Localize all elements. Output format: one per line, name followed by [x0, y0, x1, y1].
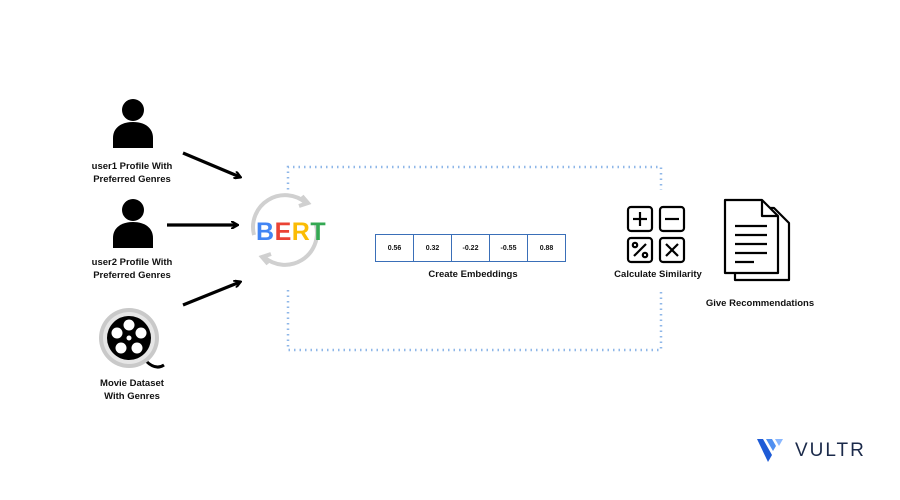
bert-letter-e: E [274, 218, 292, 246]
embedding-value: 0.32 [413, 234, 452, 262]
embedding-value: -0.55 [489, 234, 528, 262]
user2-profile-label: user2 Profile With Preferred Genres [91, 257, 173, 281]
embedding-value: 0.88 [527, 234, 566, 262]
bert-refresh-ring-icon [251, 193, 319, 267]
arrow-movie-to-bert [182, 282, 240, 307]
vultr-brand-name: VULTR [795, 440, 866, 461]
bert-logo: BERT [256, 218, 326, 247]
vultr-logo-icon [757, 439, 783, 462]
movie-dataset-label: Movie Dataset With Genres [100, 378, 164, 402]
user1-person-icon [113, 99, 153, 148]
give-recommendations-label: Give Recommendations [705, 298, 815, 309]
calculate-similarity-label: Calculate Similarity [614, 269, 702, 280]
pipeline-frame-top [286, 165, 663, 195]
embedding-vector: 0.56 0.32 -0.22 -0.55 0.88 [375, 234, 566, 262]
bert-letter-r: R [291, 218, 311, 246]
bert-letter-t: T [310, 218, 327, 246]
arrow-user1-to-bert [182, 151, 240, 177]
user2-person-icon [113, 199, 153, 248]
pipeline-frame-bottom [286, 290, 663, 352]
bert-letter-b: B [256, 218, 275, 246]
user1-profile-label: user1 Profile With Preferred Genres [91, 161, 173, 185]
documents-icon [723, 198, 791, 282]
embedding-value: 0.56 [375, 234, 414, 262]
film-reel-icon [99, 308, 165, 369]
embedding-value: -0.22 [451, 234, 490, 262]
create-embeddings-label: Create Embeddings [428, 269, 518, 280]
calculator-icon [626, 205, 686, 264]
